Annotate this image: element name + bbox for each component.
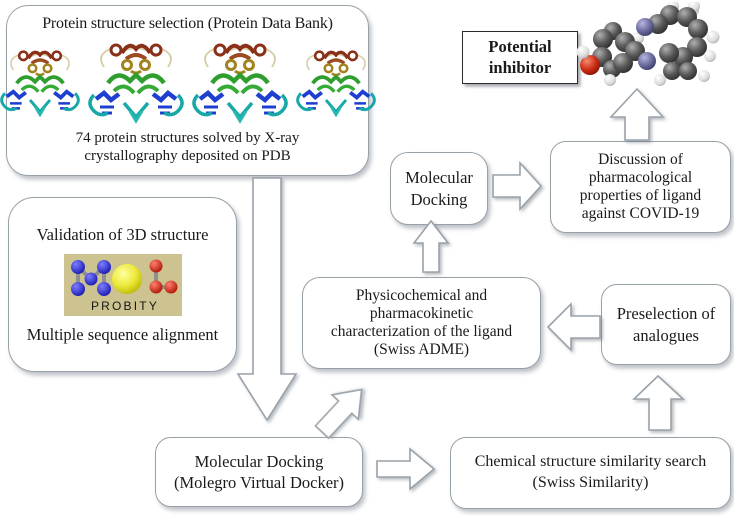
validation-box: Validation of 3D structure PROBITY Multi… [8, 197, 237, 372]
molecular-docking-box: Molecular Docking [390, 152, 488, 225]
arrow-molegro-to-physico [314, 388, 363, 440]
physicochemical-label: Physicochemical and pharmacokinetic char… [330, 286, 513, 359]
molegro-docking-box: Molecular Docking (Molegro Virtual Docke… [155, 437, 363, 507]
protein-structure-gallery [0, 34, 378, 130]
preselection-label: Preselection of analogues [616, 304, 716, 345]
similarity-search-box: Chemical structure similarity search (Sw… [450, 437, 731, 509]
arrow-physico-to-docking [412, 219, 450, 273]
validation-title: Validation of 3D structure [36, 224, 209, 244]
potential-inhibitor-box: Potential inhibitor [462, 31, 578, 84]
protein-structure-image [86, 37, 186, 127]
similarity-search-label: Chemical structure similarity search (Sw… [474, 453, 707, 491]
arrow-similarity-to-preselection [632, 374, 686, 431]
inhibitor-molecule-image [576, 2, 720, 86]
protein-selection-box: Protein structure selection (Protein Dat… [6, 5, 369, 176]
molprobity-logo: PROBITY [63, 253, 182, 316]
protein-selection-caption: 74 protein structures solved by X-ray cr… [75, 130, 300, 164]
molprobity-logo-text: PROBITY [90, 299, 158, 313]
arrow-protein-to-molegro [236, 177, 298, 422]
protein-structure-image [294, 45, 378, 120]
physicochemical-box: Physicochemical and pharmacokinetic char… [302, 277, 541, 369]
preselection-box: Preselection of analogues [601, 284, 731, 365]
arrow-docking-to-discussion [492, 160, 543, 212]
protein-selection-title: Protein structure selection (Protein Dat… [42, 15, 333, 32]
discussion-box: Discussion of pharmacological properties… [550, 141, 731, 233]
molecular-docking-label: Molecular Docking [405, 168, 473, 209]
discussion-label: Discussion of pharmacological properties… [579, 150, 702, 223]
arrow-preselection-to-physico [546, 302, 601, 352]
validation-subtitle: Multiple sequence alignment [26, 324, 219, 344]
protein-structure-image [0, 45, 82, 120]
potential-inhibitor-label: Potential inhibitor [488, 36, 552, 77]
protein-structure-image [190, 37, 290, 127]
molegro-docking-label: Molecular Docking (Molegro Virtual Docke… [173, 451, 345, 492]
arrow-molegro-to-similarity [376, 447, 436, 491]
